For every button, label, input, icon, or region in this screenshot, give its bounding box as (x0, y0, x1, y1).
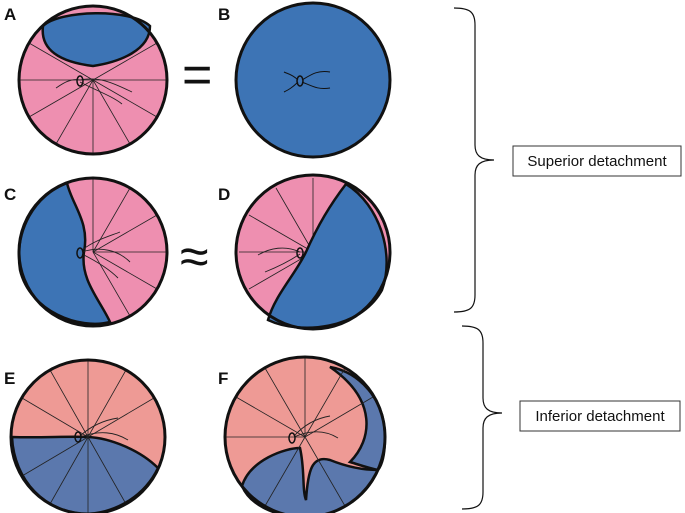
detached-region (234, 1, 392, 159)
optic-disc (288, 432, 296, 444)
panel-c: C (4, 176, 169, 328)
globe-outline (17, 176, 169, 328)
globe-outline (234, 173, 392, 331)
panel-a: A (4, 4, 169, 156)
inferior-bracket (461, 325, 503, 510)
radial-lines (19, 42, 167, 154)
inferior-label-box (519, 400, 681, 432)
superior-label: Superior detachment (527, 153, 667, 170)
optic-disc (76, 75, 84, 87)
optic-disc (296, 75, 304, 87)
panel-letter-c: C (4, 185, 16, 204)
panel-letter-f: F (218, 369, 228, 388)
detached-region (266, 182, 388, 330)
optic-disc (76, 247, 84, 259)
vessels (79, 417, 129, 441)
panel-letter-d: D (218, 185, 230, 204)
superior-bracket (453, 7, 495, 313)
radial-lines (92, 178, 167, 317)
globe-outline (9, 358, 167, 513)
globe-outline (17, 4, 169, 156)
panel-letter-e: E (4, 369, 15, 388)
globe-outline (223, 355, 387, 513)
optic-disc (74, 431, 82, 443)
panel-e: E (4, 358, 167, 513)
panel-letter-a: A (4, 5, 16, 24)
approx-symbol: ≈ (180, 228, 209, 286)
panel-b: B (218, 1, 392, 159)
panel-d: D (218, 173, 392, 331)
equals-symbol: = (182, 46, 212, 104)
detached-region (240, 446, 380, 513)
detached-region (41, 12, 152, 68)
vessels (293, 415, 339, 439)
panel-f: F (218, 355, 387, 513)
superior-label-box (512, 145, 682, 177)
vessels (81, 231, 131, 279)
optic-disc (296, 247, 304, 259)
panel-letter-b: B (218, 5, 230, 24)
inferior-label: Inferior detachment (535, 408, 665, 425)
radial-lines (225, 357, 374, 507)
